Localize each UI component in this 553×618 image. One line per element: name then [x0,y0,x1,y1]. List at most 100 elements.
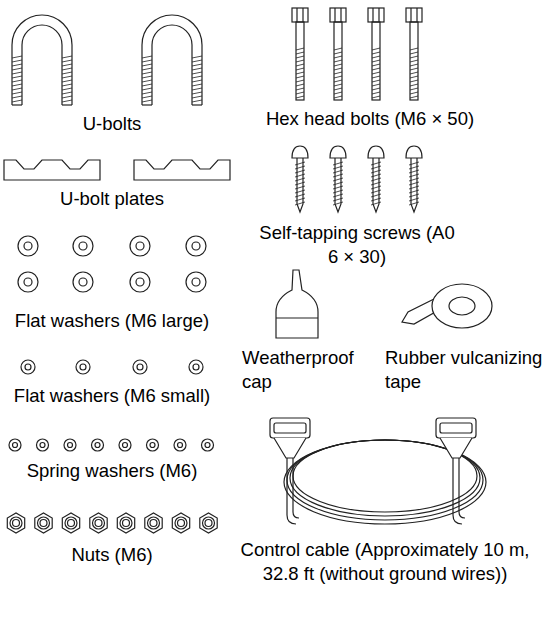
spring-washer-inner [95,443,100,448]
thread-line [295,178,305,181]
nut-ring [10,517,22,529]
u-bolt-outer [12,15,72,105]
thread-line [371,166,381,169]
thread-line [142,68,152,70]
thread-line [410,52,418,54]
thread-line [296,64,304,66]
bolt-head [368,8,384,22]
thread-line [409,186,419,189]
part-label: Hex head bolts (M6 × 50) [266,107,474,131]
thread-line [296,68,304,70]
thread-line [410,56,418,58]
spring-washer-outer [64,439,76,451]
u-bolt-end [12,104,22,105]
screw-head [292,146,308,158]
cable-tail [287,458,296,524]
washer-inner [79,242,87,250]
thread-line [12,68,22,70]
thread-line [410,84,418,86]
u-bolt-icon [12,15,72,105]
thread-line [62,76,72,78]
spring-washer-inner [68,443,73,448]
spring-washer-outer [37,439,49,451]
nut-hex [172,513,189,533]
thread-line [142,96,152,98]
thread-line [372,64,380,66]
cable-connector-inner [274,423,306,433]
thread-line [371,162,381,165]
bolt-head-face [296,8,297,22]
nut-hex [90,513,107,533]
spring-washer-inner [205,443,210,448]
thread-line [142,56,152,58]
thread-line [62,88,72,90]
thread-line [410,96,418,98]
washer-outer [130,236,150,256]
hex-bolt-icon [292,8,308,100]
washer-inner [79,278,87,286]
thread-line [410,64,418,66]
spring-washer-inner [150,443,155,448]
thread-line [62,84,72,86]
screw-head [406,146,422,158]
thread-line [333,202,343,205]
nut-ring [203,517,215,529]
screw-icon [292,146,308,212]
u-bolt-outer [142,15,202,105]
cable-connector [270,418,310,438]
thread-line [295,186,305,189]
washer-inner [136,242,144,250]
thread-line [296,84,304,86]
u-bolt-inner [152,25,192,105]
part-label: Spring washers (M6) [27,459,198,483]
thread-line [295,198,305,201]
screw-icon [368,146,384,212]
thread-line [296,96,304,98]
thread-line [295,190,305,193]
cable-boot [440,438,472,458]
thread-line [334,96,342,98]
thread-line [372,96,380,98]
thread-line [410,72,418,74]
spring-washer-outer [92,439,104,451]
hex-bolt-icon [330,8,346,100]
cap-line [276,317,318,318]
thread-line [295,170,305,173]
bolt-shank [334,22,342,100]
thread-line [372,72,380,74]
thread-line [12,84,22,86]
thread-line [334,56,342,58]
thread-line [295,182,305,185]
nut-hex [200,513,217,533]
thread-line [334,60,342,62]
thread-line [192,56,202,58]
nut-ring [148,517,160,529]
thread-line [295,162,305,165]
thread-line [409,166,419,169]
thread-line [333,174,343,177]
screw-head [330,146,346,158]
thread-line [410,48,418,50]
thread-line [62,56,72,58]
thread-line [372,76,380,78]
spring-washer-outer [119,439,131,451]
thread-line [409,198,419,201]
thread-line [372,84,380,86]
spring-washer-outer [9,439,21,451]
thread-line [192,76,202,78]
thread-line [333,198,343,201]
thread-line [334,84,342,86]
washer-outer [76,360,90,374]
thread-line [295,202,305,205]
thread-line [372,80,380,82]
thread-line [371,202,381,205]
bolt-head-face [340,8,341,22]
washer-inner [80,364,86,370]
thread-line [333,186,343,189]
cable-tail [459,458,465,518]
thread-line [62,80,72,82]
bolt-head-face [302,8,303,22]
thread-line [192,64,202,66]
screw-icon [330,146,346,212]
